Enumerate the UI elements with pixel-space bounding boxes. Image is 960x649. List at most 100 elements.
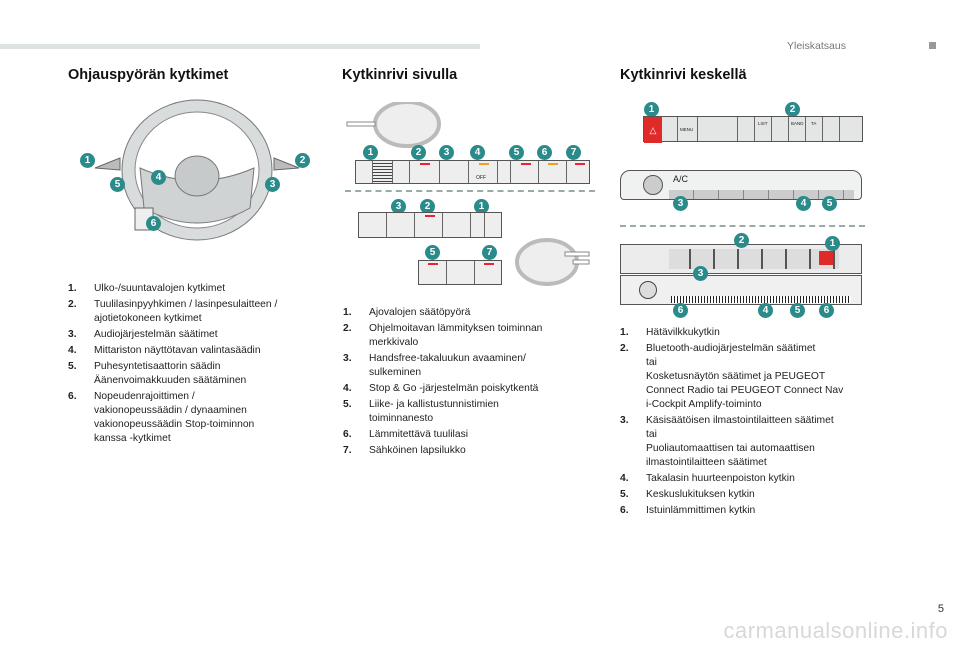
switch-button[interactable]: BAND	[789, 117, 806, 141]
item-text: Ajovalojen säätöpyörä	[369, 307, 471, 318]
item-text: Audiojärjestelmän säätimet	[94, 329, 218, 340]
toggle-switches[interactable]	[669, 249, 839, 269]
switch-button[interactable]	[662, 117, 678, 141]
switch-button[interactable]	[772, 117, 789, 141]
item-text: Ohjelmoitavan lämmityksen toiminnan merk…	[369, 323, 543, 348]
badge: 3	[265, 177, 280, 192]
badge: 4	[796, 196, 811, 211]
switch-button[interactable]	[393, 161, 410, 183]
item-text: Lämmitettävä tuulilasi	[369, 429, 469, 440]
badge: 2	[785, 102, 800, 117]
item-text: Ulko-/suuntavalojen kytkimet	[94, 283, 226, 294]
switch-button[interactable]	[447, 261, 475, 284]
list-item: 6.Lämmitettävä tuulilasi	[343, 428, 608, 442]
hazard-button[interactable]: △	[644, 117, 662, 143]
heading-steering: Ohjauspyörän kytkimet	[68, 67, 229, 83]
badge: 5	[509, 145, 524, 160]
list-item: 5.Puhesyntetisaattorin säädin Äänenvoima…	[68, 360, 328, 388]
switch-button[interactable]	[698, 117, 738, 141]
badge: 2	[295, 153, 310, 168]
climate-panel: A/C	[620, 170, 862, 200]
page-number: 5	[937, 603, 944, 615]
badge: 3	[693, 266, 708, 281]
knob[interactable]	[639, 281, 657, 299]
item-text: Nopeudenrajoittimen / vakionopeussäädin …	[94, 391, 255, 444]
list-item: 3.Käsisäätöisen ilmastointilaitteen säät…	[620, 414, 905, 470]
watermark: carmanualsonline.info	[723, 618, 948, 643]
item-text: Mittariston näyttötavan valintasäädin	[94, 345, 261, 356]
switch-button[interactable]	[359, 213, 387, 237]
button-label: TA	[811, 121, 817, 126]
item-text: Hätävilkkukytkin	[646, 327, 720, 338]
switch-button[interactable]	[440, 161, 469, 183]
section-marker	[929, 42, 936, 49]
switch-button[interactable]	[738, 117, 755, 141]
switch-button[interactable]	[443, 213, 471, 237]
switch-button[interactable]	[373, 161, 393, 183]
off-label: OFF	[476, 175, 486, 181]
switch-button[interactable]	[415, 213, 443, 237]
switch-button[interactable]	[498, 161, 511, 183]
center-switches-legend: 1.Hätävilkkukytkin 2.Bluetooth-audiojärj…	[620, 326, 905, 520]
item-number: 2.	[68, 299, 77, 310]
list-item: 2.Ohjelmoitavan lämmityksen toiminnan me…	[343, 322, 608, 350]
item-number: 3.	[343, 353, 352, 364]
badge: 5	[790, 303, 805, 318]
item-text: Istuinlämmittimen kytkin	[646, 505, 756, 516]
list-item: 4.Mittariston näyttötavan valintasäädin	[68, 344, 328, 358]
list-item: 1. Hätävilkkukytkin	[620, 326, 905, 340]
switch-button[interactable]	[511, 161, 539, 183]
switch-button[interactable]: MENU	[678, 117, 698, 141]
divider	[620, 225, 865, 227]
switch-button[interactable]	[469, 161, 498, 183]
switch-button[interactable]	[387, 213, 415, 237]
seat-heater-buttons[interactable]	[671, 296, 851, 303]
badge: 5	[425, 245, 440, 260]
switch-button[interactable]	[356, 161, 373, 183]
switch-button[interactable]	[539, 161, 567, 183]
item-number: 1.	[620, 327, 629, 338]
item-text: Liike- ja kallistustunnistimien toiminna…	[369, 399, 499, 424]
item-number: 7.	[343, 445, 352, 456]
switch-button[interactable]: LIST	[755, 117, 772, 141]
list-item: 2.Tuulilasinpyyhkimen / lasinpesulaittee…	[68, 298, 328, 326]
item-text: Keskuslukituksen kytkin	[646, 489, 755, 500]
item-text: Stop & Go -järjestelmän poiskytkentä	[369, 383, 539, 394]
ac-label: A/C	[673, 174, 689, 184]
item-number: 3.	[68, 329, 77, 340]
list-item: 5. Liike- ja kallistustunnistimien toimin…	[343, 398, 608, 426]
steering-wheel-illustration	[94, 99, 300, 241]
badge: 2	[734, 233, 749, 248]
switch-button[interactable]	[471, 213, 485, 237]
header-bar	[0, 44, 480, 49]
item-number: 5.	[343, 399, 352, 410]
badge: 5	[822, 196, 837, 211]
indicator-light	[575, 163, 585, 165]
item-number: 3.	[620, 415, 629, 426]
list-item: 1.Ulko-/suuntavalojen kytkimet	[68, 282, 328, 296]
switch-button[interactable]	[410, 161, 440, 183]
list-item: 4.Takalasin huurteenpoiston kytkin	[620, 472, 905, 486]
hazard-button[interactable]	[819, 251, 833, 265]
steering-legend: 1.Ulko-/suuntavalojen kytkimet 2.Tuulila…	[68, 282, 328, 448]
switch-button[interactable]	[419, 261, 447, 284]
climate-buttons[interactable]	[669, 190, 854, 199]
badge: 6	[819, 303, 834, 318]
badge: 4	[151, 170, 166, 185]
badge: 2	[420, 199, 435, 214]
item-number: 5.	[68, 361, 77, 372]
switch-button[interactable]	[823, 117, 840, 141]
badge: 6	[673, 303, 688, 318]
side-switch-row: OFF	[355, 160, 590, 184]
item-text: Sähköinen lapsilukko	[369, 445, 466, 456]
badge: 3	[673, 196, 688, 211]
divider	[345, 190, 595, 192]
item-number: 1.	[343, 307, 352, 318]
switch-button[interactable]: TA	[806, 117, 823, 141]
item-number: 6.	[620, 505, 629, 516]
temperature-knob[interactable]	[643, 175, 663, 195]
list-item: 3. Audiojärjestelmän säätimet	[68, 328, 328, 342]
badge: 1	[644, 102, 659, 117]
item-text: Handsfree-takaluukun avaaminen/ sulkemin…	[369, 353, 526, 378]
badge: 1	[363, 145, 378, 160]
